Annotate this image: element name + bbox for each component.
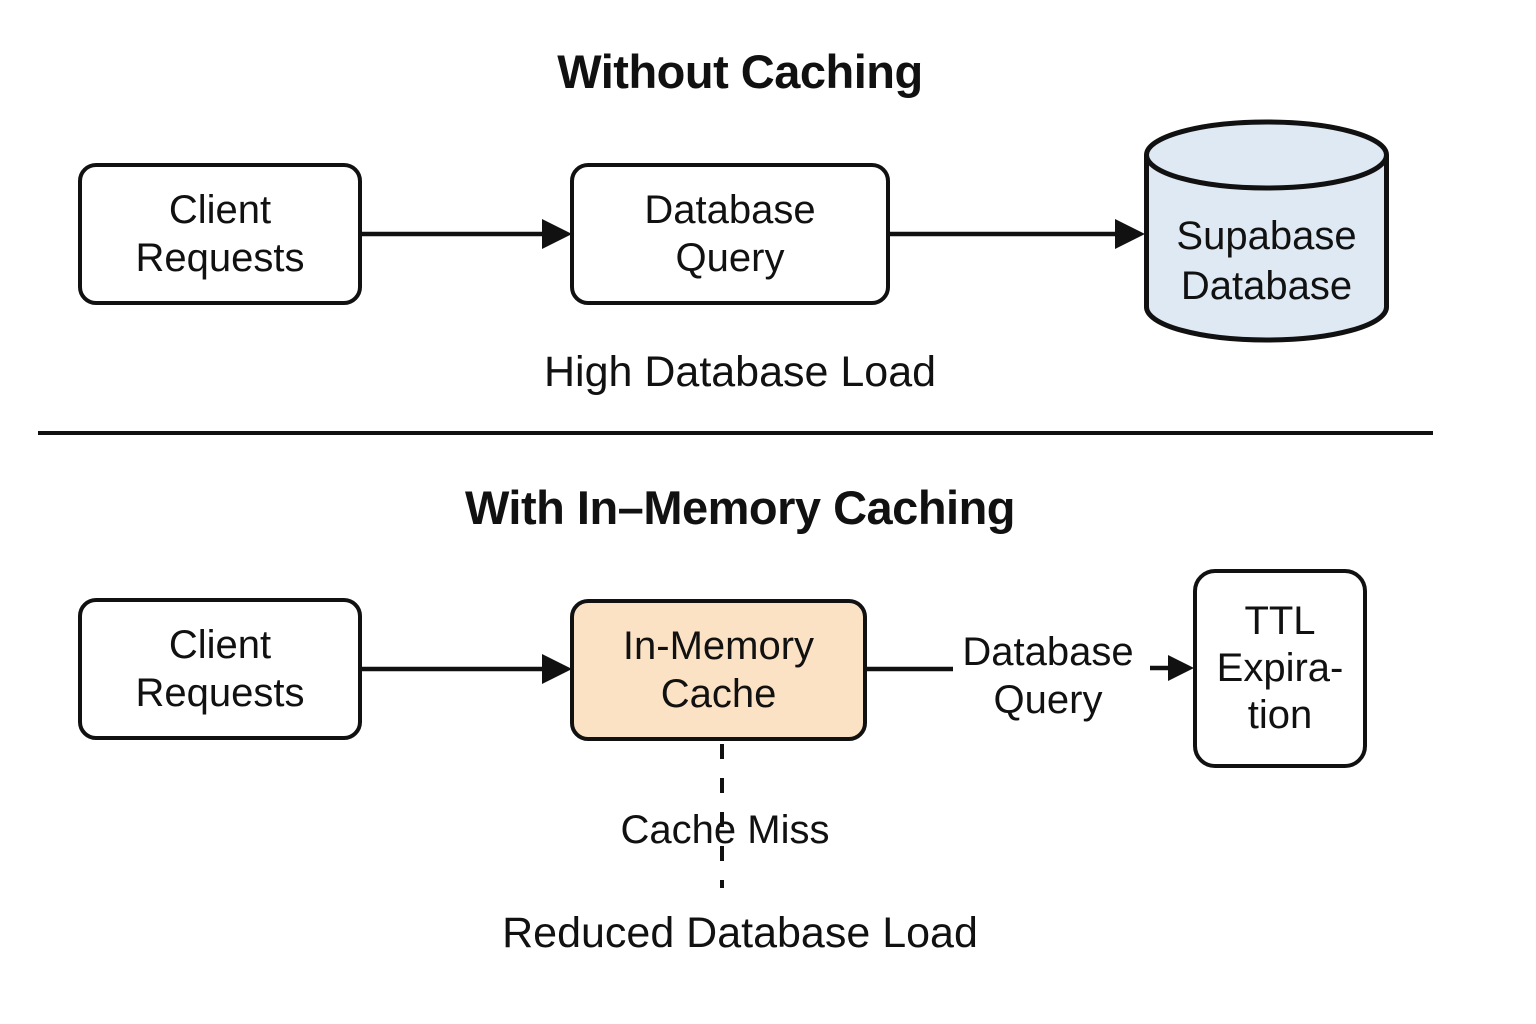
node-supabase-database: Supabase Database xyxy=(1143,117,1390,348)
node-label-line: Cache xyxy=(660,672,777,716)
database-cylinder-icon xyxy=(1144,119,1389,343)
node-label-line: In-Memory xyxy=(622,624,815,668)
node-label-line: Database xyxy=(644,188,816,232)
node-label-line: Expira- xyxy=(1216,646,1344,690)
node-label-line: Requests xyxy=(135,671,305,715)
node-label-line: Client xyxy=(168,188,272,232)
node-label-line: Requests xyxy=(135,236,305,280)
section-title-with: With In–Memory Caching xyxy=(464,481,1016,534)
node-label-line: Database xyxy=(1180,264,1353,308)
arrow-query-to-database xyxy=(890,219,1145,249)
arrow-client-to-query xyxy=(362,219,572,249)
arrow-label-to-ttl xyxy=(1150,655,1194,681)
label-database-query-edge: Database Query xyxy=(940,628,1156,724)
node-label-line: Query xyxy=(675,236,785,280)
node-database-query: Database Query xyxy=(570,163,890,305)
node-label-line: Supabase xyxy=(1176,214,1357,258)
edge-label-line: Query xyxy=(993,678,1103,722)
caption-reduced-database-load: Reduced Database Load xyxy=(502,909,978,957)
caption-high-database-load: High Database Load xyxy=(543,348,937,396)
node-in-memory-cache: In-Memory Cache xyxy=(570,599,867,741)
node-label-line: TTL xyxy=(1244,599,1316,643)
node-client-requests-1: Client Requests xyxy=(78,163,362,305)
section-divider xyxy=(38,431,1433,435)
edge-label-line: Database xyxy=(962,630,1134,674)
arrow-client-to-cache xyxy=(362,654,572,684)
node-label-line: tion xyxy=(1247,693,1313,737)
section-title-without: Without Caching xyxy=(557,45,923,98)
node-ttl-expiration: TTL Expira- tion xyxy=(1193,569,1367,768)
node-label-line: Client xyxy=(168,623,272,667)
node-client-requests-2: Client Requests xyxy=(78,598,362,740)
label-cache-miss: Cache Miss xyxy=(620,808,830,852)
